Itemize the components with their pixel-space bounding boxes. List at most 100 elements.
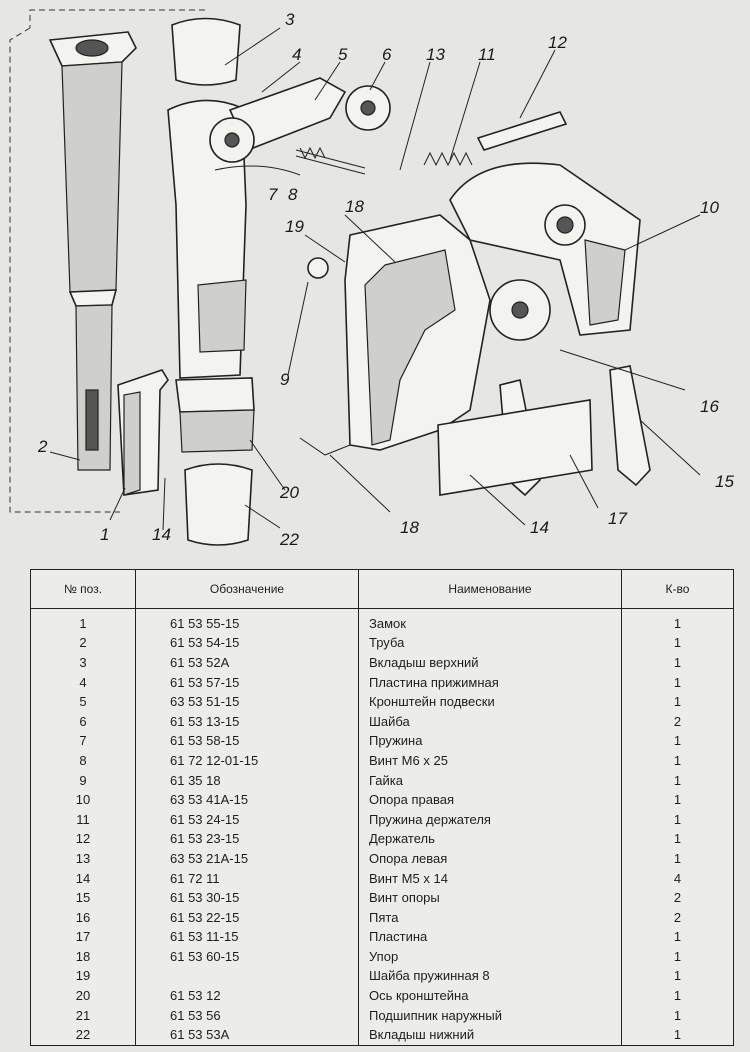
lock-part xyxy=(117,369,169,496)
cell-qty: 2 xyxy=(621,888,734,908)
cell-qty: 1 xyxy=(621,751,734,771)
cell-name: Ось кронштейна xyxy=(358,986,622,1006)
cell-pos: 19 xyxy=(30,966,136,987)
header-name: Наименование xyxy=(358,569,622,609)
callout-12: 12 xyxy=(548,33,567,52)
cell-qty: 1 xyxy=(621,692,734,712)
cell-pos: 11 xyxy=(30,809,136,830)
cell-pos: 2 xyxy=(30,633,136,654)
cell-name: Подшипник наружный xyxy=(358,1005,622,1026)
callout-19: 18 xyxy=(345,197,364,216)
cell-pos: 12 xyxy=(30,829,136,850)
holder-part xyxy=(476,111,568,151)
cell-qty: 2 xyxy=(621,907,734,928)
callout-13: 13 xyxy=(426,45,445,64)
cell-name: Вкладыш верхний xyxy=(358,653,622,673)
header-designation: Обозначение xyxy=(135,569,359,609)
cell-pos: 7 xyxy=(30,731,136,752)
callout-10: 10 xyxy=(700,198,719,217)
cell-pos: 9 xyxy=(30,770,136,791)
cell-designation: 61 53 13-15 xyxy=(135,711,359,732)
cell-name: Вкладыш нижний xyxy=(358,1025,622,1047)
cell-qty: 1 xyxy=(621,966,734,987)
callout-16: 16 xyxy=(700,397,719,416)
callout-4: 4 xyxy=(292,45,301,64)
cell-name: Замок xyxy=(358,608,622,634)
cell-designation: 61 53 24-15 xyxy=(135,809,359,830)
cell-name: Опора левая xyxy=(358,849,622,869)
bracket-column xyxy=(167,77,391,453)
callout-15: 15 xyxy=(715,472,734,491)
upper-liner xyxy=(171,17,241,86)
cell-pos: 10 xyxy=(30,790,136,810)
cell-pos: 18 xyxy=(30,947,136,967)
cell-qty: 1 xyxy=(621,653,734,673)
cell-designation: 61 35 18 xyxy=(135,770,359,791)
cell-pos: 20 xyxy=(30,986,136,1006)
cell-qty: 2 xyxy=(621,711,734,732)
callout-21: 20 xyxy=(279,483,299,502)
callout-3: 3 xyxy=(285,10,295,29)
cell-designation: 61 53 54-15 xyxy=(135,633,359,654)
cell-designation: 63 53 21А-15 xyxy=(135,849,359,869)
cell-designation: 61 53 53А xyxy=(135,1025,359,1047)
stop-part xyxy=(299,437,351,456)
cell-qty: 1 xyxy=(621,608,734,634)
cell-pos: 13 xyxy=(30,849,136,869)
lower-liner xyxy=(184,463,253,546)
cell-pos: 15 xyxy=(30,888,136,908)
cell-pos: 22 xyxy=(30,1025,136,1047)
cell-name: Пластина xyxy=(358,927,622,948)
right-support xyxy=(449,162,641,336)
callout-9: 9 xyxy=(280,370,290,389)
cell-designation: 61 53 22-15 xyxy=(135,907,359,928)
cell-pos: 8 xyxy=(30,751,136,771)
plate-part xyxy=(437,399,593,496)
callout-14: 14 xyxy=(530,518,549,537)
cell-qty: 1 xyxy=(621,809,734,830)
cell-name: Винт М6 х 25 xyxy=(358,751,622,771)
cell-pos: 16 xyxy=(30,907,136,928)
tube-part xyxy=(48,31,137,471)
table-header-row: № поз. Обозначение Наименование К-во xyxy=(30,569,734,609)
callout-11: 11 xyxy=(478,45,496,64)
cell-pos: 3 xyxy=(30,653,136,673)
cell-designation xyxy=(135,966,359,987)
callout-22: 22 xyxy=(279,530,299,549)
cell-name: Шайба xyxy=(358,711,622,732)
cell-qty: 1 xyxy=(621,1025,734,1047)
cell-qty: 1 xyxy=(621,731,734,752)
callout-17: 17 xyxy=(608,509,627,528)
callout-20: 19 xyxy=(285,217,304,236)
cell-designation: 61 53 30-15 xyxy=(135,888,359,908)
cell-pos: 1 xyxy=(30,608,136,634)
cell-designation: 61 53 12 xyxy=(135,986,359,1006)
cell-designation: 63 53 51-15 xyxy=(135,692,359,712)
callout-14b: 14 xyxy=(152,525,171,544)
holder-spring xyxy=(423,151,473,167)
cell-qty: 1 xyxy=(621,947,734,967)
cell-name: Держатель xyxy=(358,829,622,850)
cell-qty: 1 xyxy=(621,1005,734,1026)
cell-name: Труба xyxy=(358,633,622,654)
callout-8: 8 xyxy=(288,185,298,204)
cell-designation: 61 53 56 xyxy=(135,1005,359,1026)
cell-qty: 4 xyxy=(621,868,734,889)
cell-name: Опора правая xyxy=(358,790,622,810)
cell-name: Кронштейн подвески xyxy=(358,692,622,712)
